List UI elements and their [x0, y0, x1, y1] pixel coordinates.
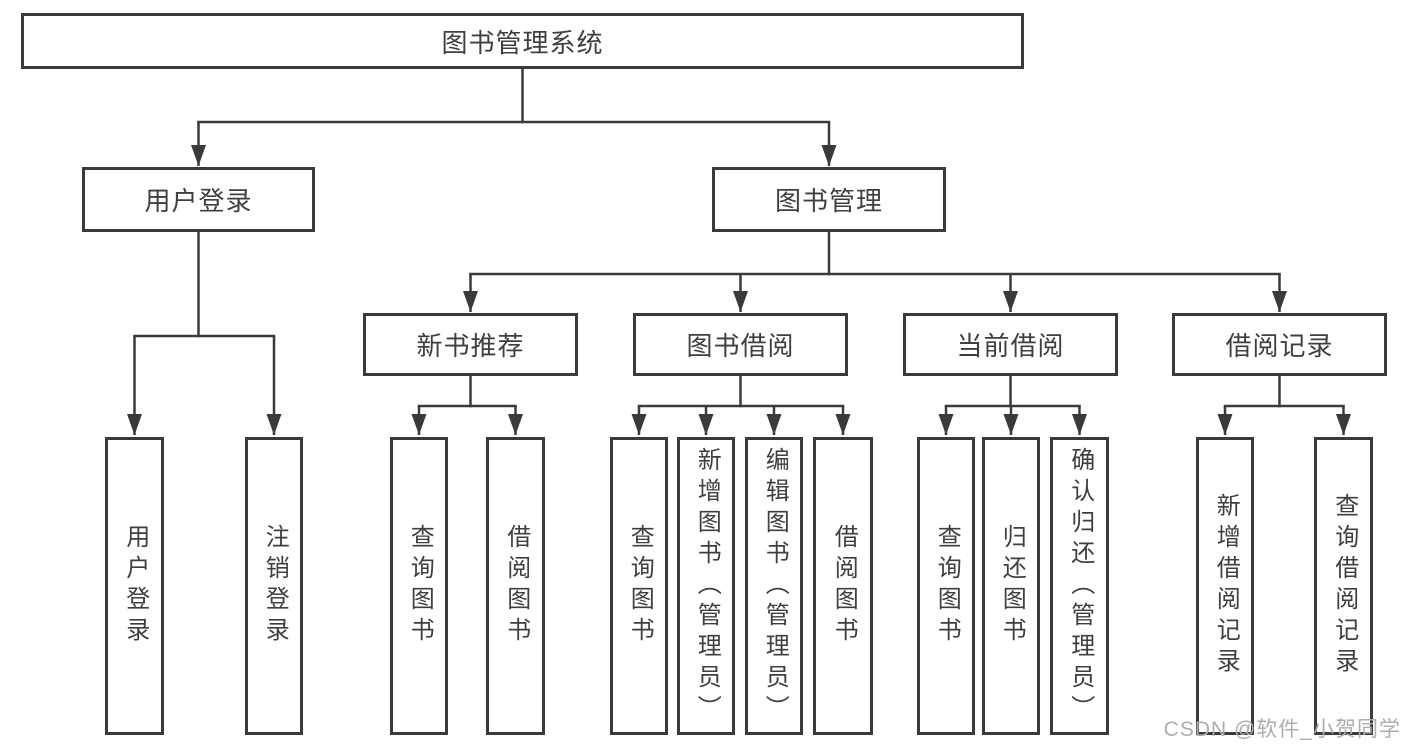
node-leaf-user-login: 用户登录 — [105, 437, 164, 735]
node-leaf-nb-borrow-books: 借阅图书 — [486, 437, 545, 735]
node-borrow-record-label: 借阅记录 — [1225, 331, 1334, 361]
node-leaf-bb-query-books-label: 查询图书 — [626, 524, 654, 648]
node-leaf-bb-borrow-books: 借阅图书 — [813, 437, 873, 735]
node-leaf-user-login-label: 用户登录 — [121, 524, 149, 648]
node-leaf-logout: 注销登录 — [245, 437, 303, 735]
node-leaf-cb-confirm-return-admin: 确认归还（管理员） — [1050, 437, 1109, 735]
node-leaf-bb-query-books: 查询图书 — [610, 437, 668, 735]
node-user-login: 用户登录 — [82, 167, 315, 232]
node-leaf-nb-query-books: 查询图书 — [390, 437, 448, 735]
node-new-book-recommend: 新书推荐 — [363, 313, 578, 376]
node-leaf-cb-confirm-return-admin-label: 确认归还（管理员） — [1066, 446, 1094, 726]
node-leaf-cb-query-books-label: 查询图书 — [933, 524, 961, 648]
node-leaf-nb-query-books-label: 查询图书 — [406, 524, 434, 648]
node-library-system-label: 图书管理系统 — [441, 27, 604, 58]
node-leaf-bb-edit-books-admin-label: 编辑图书（管理员） — [761, 446, 789, 726]
node-leaf-br-add-record-label: 新增借阅记录 — [1212, 493, 1240, 679]
node-new-book-recommend-label: 新书推荐 — [416, 331, 525, 361]
node-library-system: 图书管理系统 — [21, 13, 1024, 69]
node-leaf-br-add-record: 新增借阅记录 — [1196, 437, 1254, 735]
node-leaf-cb-query-books: 查询图书 — [917, 437, 975, 735]
node-current-borrow-label: 当前借阅 — [956, 331, 1065, 361]
node-user-login-label: 用户登录 — [144, 186, 253, 216]
node-book-management-label: 图书管理 — [774, 186, 883, 216]
node-book-borrow-label: 图书借阅 — [686, 331, 795, 361]
node-leaf-br-query-record: 查询借阅记录 — [1314, 437, 1373, 735]
node-leaf-nb-borrow-books-label: 借阅图书 — [502, 524, 530, 648]
node-leaf-bb-add-books-admin-label: 新增图书（管理员） — [693, 446, 721, 726]
node-book-management: 图书管理 — [712, 167, 946, 232]
node-leaf-cb-return-books: 归还图书 — [982, 437, 1040, 735]
node-leaf-bb-edit-books-admin: 编辑图书（管理员） — [745, 437, 803, 735]
connector-rails — [133, 67, 1345, 408]
node-current-borrow: 当前借阅 — [903, 313, 1118, 376]
node-leaf-bb-borrow-books-label: 借阅图书 — [830, 524, 858, 648]
node-borrow-record: 借阅记录 — [1172, 313, 1387, 376]
node-leaf-bb-add-books-admin: 新增图书（管理员） — [677, 437, 735, 735]
node-leaf-logout-label: 注销登录 — [261, 524, 289, 648]
connector-arrows — [127, 122, 1351, 435]
watermark: CSDN @软件_小贺同学 — [1163, 718, 1401, 741]
node-leaf-cb-return-books-label: 归还图书 — [998, 524, 1026, 648]
node-book-borrow: 图书借阅 — [633, 313, 848, 376]
node-leaf-br-query-record-label: 查询借阅记录 — [1330, 493, 1358, 679]
